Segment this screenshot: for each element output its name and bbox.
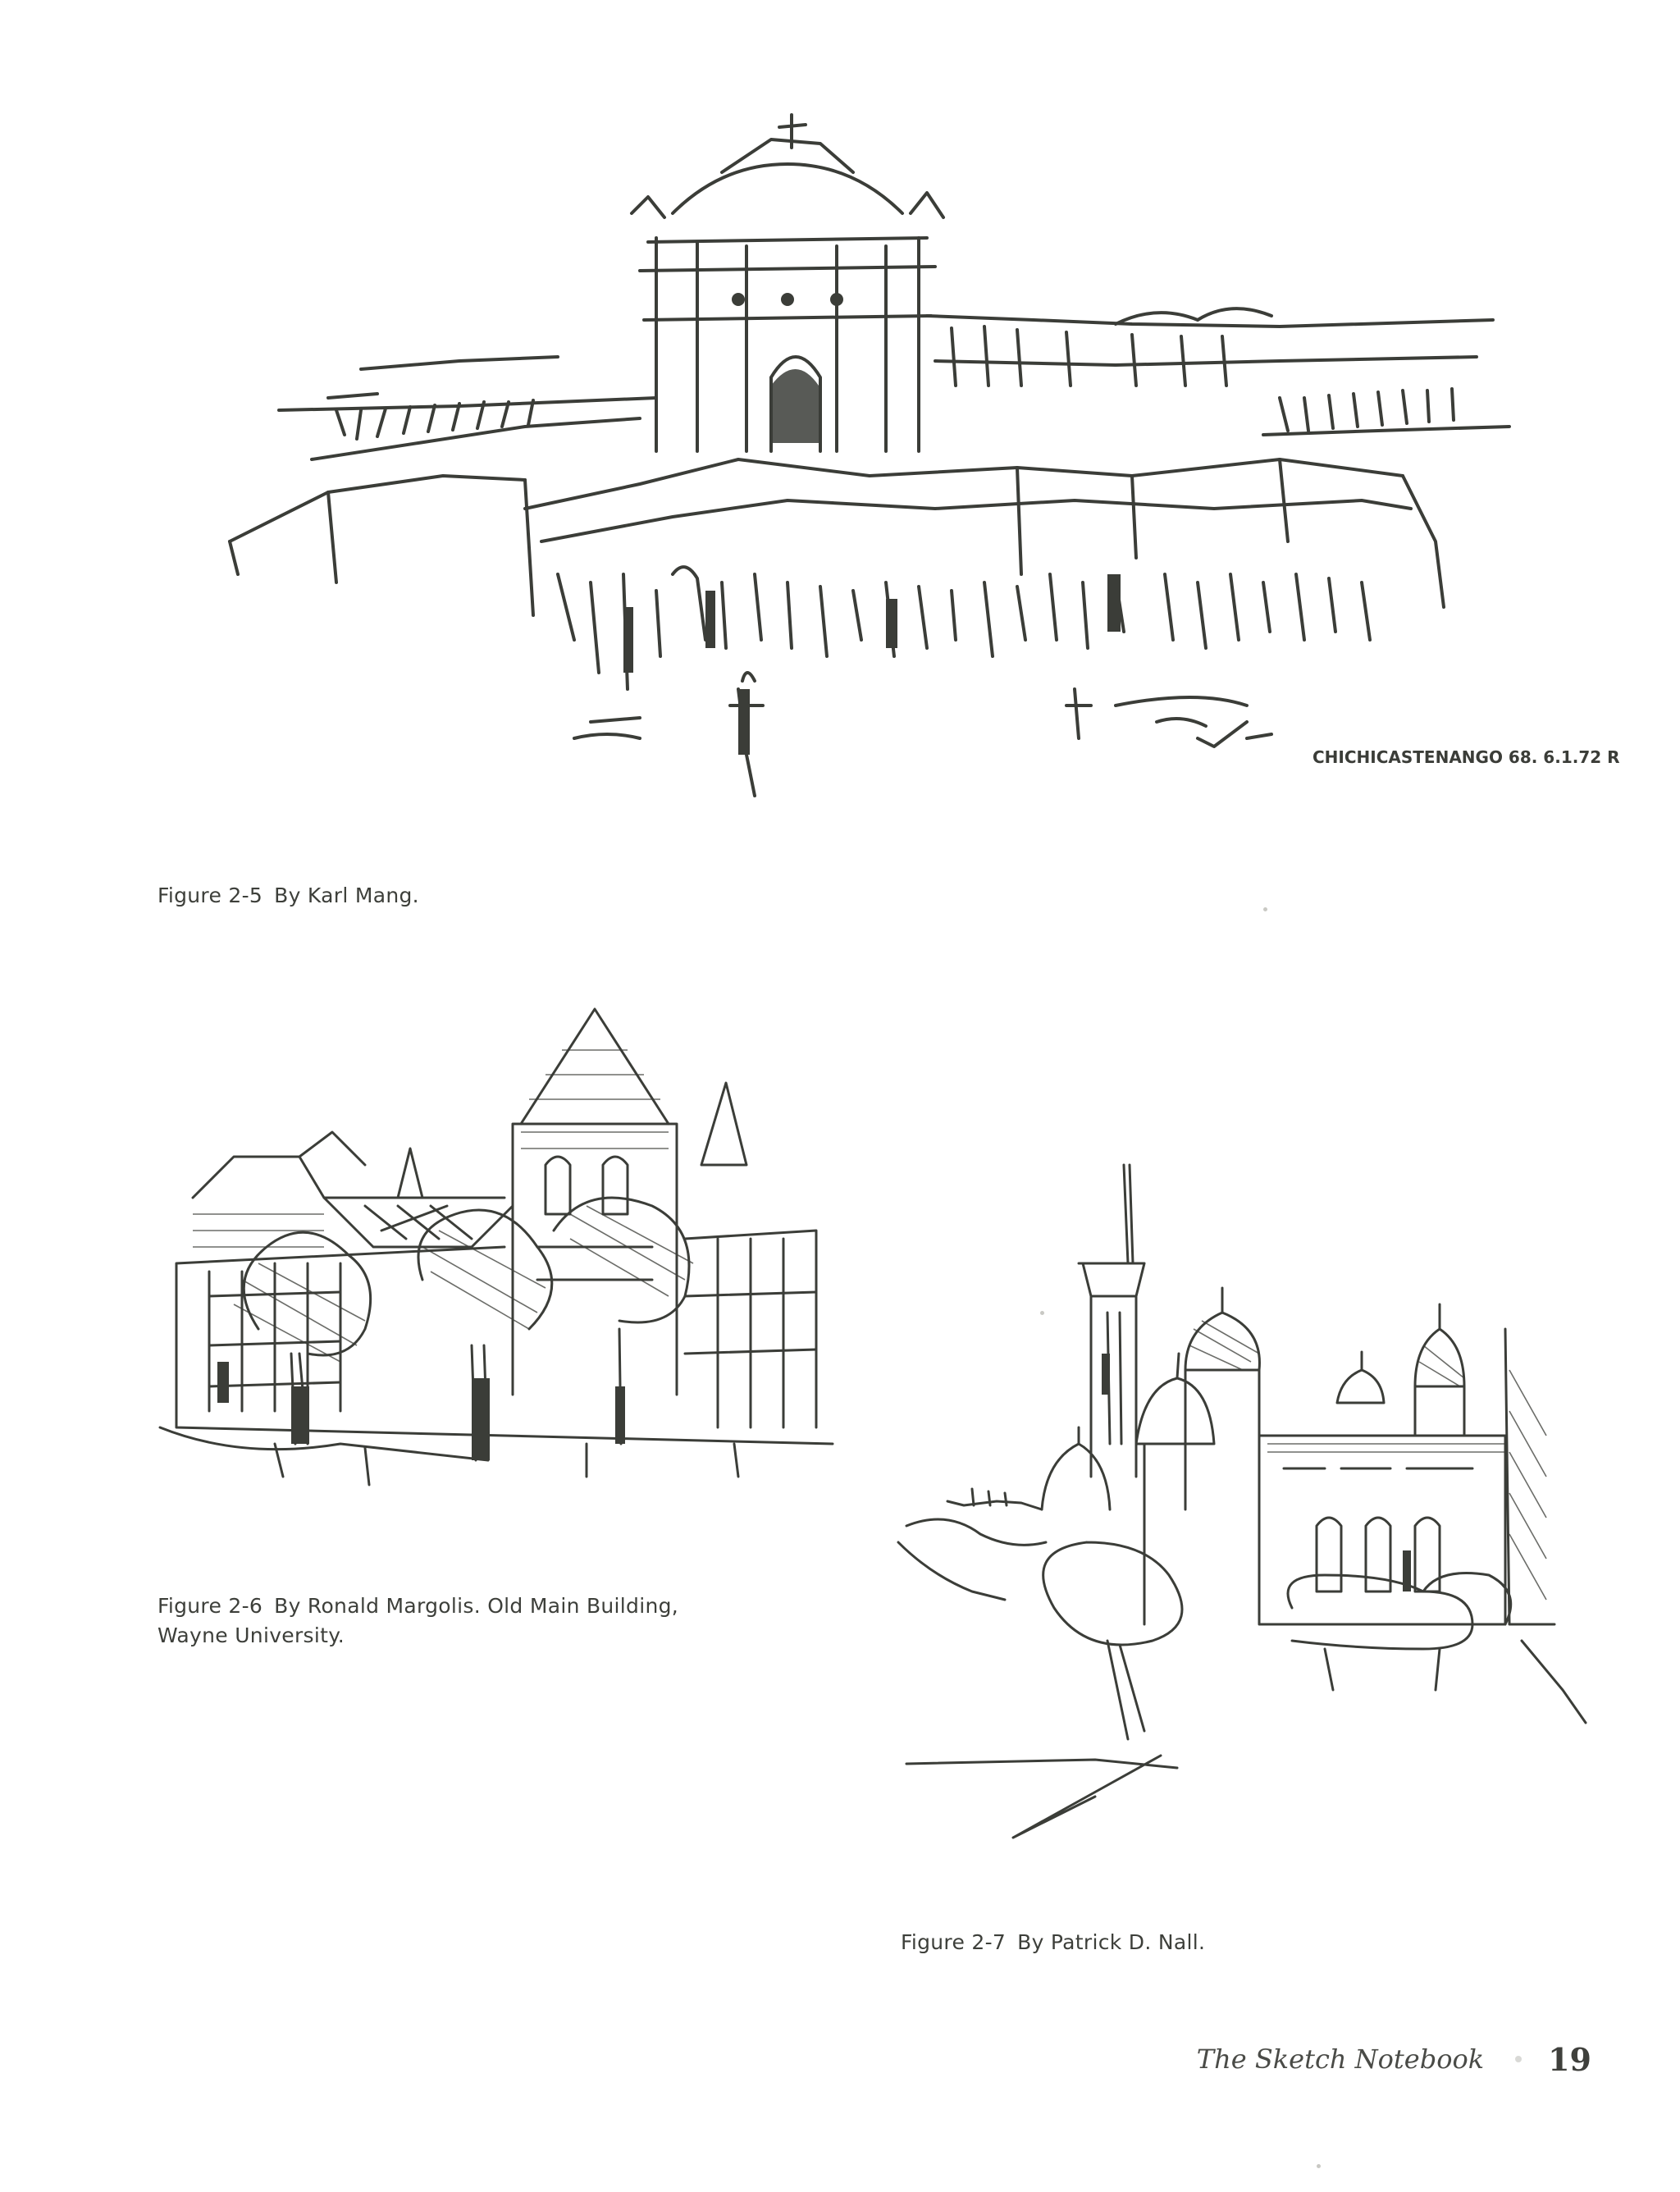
figure-2-5-caption-text: By Karl Mang.	[274, 884, 419, 907]
paper-speck	[1317, 2164, 1321, 2168]
figure-2-7-label: Figure 2-7	[901, 1930, 1007, 1954]
figure-2-6-label: Figure 2-6	[158, 1594, 263, 1618]
figure-2-6-caption: Figure 2-6 By Ronald Margolis. Old Main B…	[158, 1591, 678, 1651]
figure-2-6-caption-line-2: Wayne University.	[158, 1623, 345, 1647]
sketch-figure-2-7	[897, 1163, 1587, 1846]
footer-separator-dot	[1515, 2056, 1522, 2062]
sketch-figure-2-5: CHICHICASTENANGO 68. 6.1.72 R	[213, 113, 1620, 829]
market-church-sketch: CHICHICASTENANGO 68. 6.1.72 R	[228, 113, 1620, 797]
figure-2-5-label: Figure 2-5	[158, 884, 263, 907]
paper-speck	[1263, 907, 1267, 911]
page-number: 19	[1548, 2040, 1591, 2078]
old-main-building-sketch	[158, 1007, 834, 1486]
figure-2-5-caption: Figure 2-5 By Karl Mang.	[158, 881, 419, 911]
page-footer: The Sketch Notebook 19	[1181, 2034, 1591, 2084]
figure-2-7-caption: Figure 2-7 By Patrick D. Nall.	[901, 1928, 1205, 1957]
paper-speck	[1040, 1311, 1044, 1315]
figure-2-6-caption-line-1: By Ronald Margolis. Old Main Building,	[274, 1594, 679, 1618]
figure-2-7-caption-text: By Patrick D. Nall.	[1017, 1930, 1206, 1954]
figure-2-5-inscription: CHICHICASTENANGO 68. 6.1.72 R	[1312, 747, 1620, 767]
running-title: The Sketch Notebook	[1196, 2044, 1485, 2075]
domed-buildings-sketch	[897, 1163, 1587, 1839]
sketch-figure-2-6	[158, 1001, 834, 1493]
